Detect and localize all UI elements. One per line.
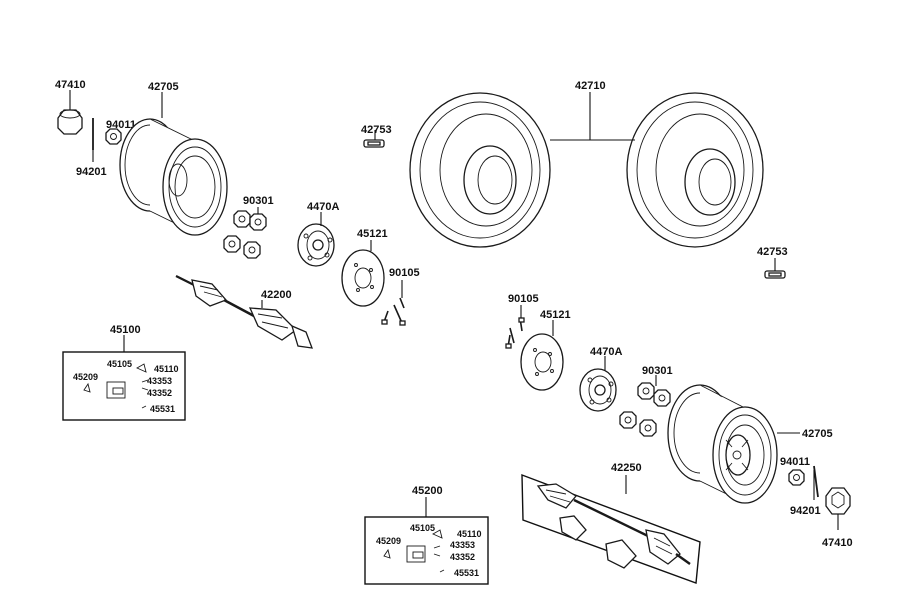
label-47410-right: 47410: [822, 537, 853, 549]
label-90301-rear: 90301: [642, 365, 673, 377]
nut-94011-left: [105, 128, 122, 145]
stud-94201-right: [813, 465, 819, 498]
kit-box-45100: [62, 351, 186, 421]
label-94201-left: 94201: [76, 166, 107, 178]
label-42753-top: 42753: [361, 124, 392, 136]
label-45200: 45200: [412, 485, 443, 497]
kit-45200-45105: 45105: [410, 523, 435, 533]
tire-42710-right: [626, 92, 764, 248]
tire-42710-left: [409, 92, 551, 248]
kit-45200-43353: 43353: [450, 540, 475, 550]
label-45121-front: 45121: [357, 228, 388, 240]
driveshaft-42250: [536, 483, 691, 569]
nut-94011-right: [788, 469, 805, 486]
label-45100: 45100: [110, 324, 141, 336]
kit-box-45200: [364, 516, 489, 585]
kit-45200-45110: 45110: [457, 529, 482, 539]
kit-45100-45531: 45531: [150, 404, 175, 414]
hub-4470A-rear: [579, 368, 617, 412]
nuts-90301-rear: [619, 382, 671, 437]
label-47410-left: 47410: [55, 79, 86, 91]
kit-45200-parts: [383, 529, 445, 573]
kit-45100-parts: [83, 363, 149, 409]
kit-45100-43353: 43353: [147, 376, 172, 386]
nuts-90301-front: [223, 210, 267, 259]
label-94011-right: 94011: [780, 456, 810, 468]
label-4470A-front: 4470A: [307, 201, 339, 213]
rim-42705-right: [667, 384, 778, 504]
label-42710: 42710: [575, 80, 606, 92]
rim-42705-left: [119, 118, 228, 236]
label-42250: 42250: [611, 462, 642, 474]
driveshaft-42200: [175, 275, 313, 349]
label-42705-left: 42705: [148, 81, 179, 93]
bolts-90105-rear: [505, 317, 525, 349]
brake-disc-45121-front: [341, 249, 385, 307]
label-42200: 42200: [261, 289, 292, 301]
bolts-90105-front: [381, 297, 406, 326]
lug-nut-47410-left: [57, 109, 83, 135]
kit-45100-45105: 45105: [107, 359, 132, 369]
kit-45200-43352: 43352: [450, 552, 475, 562]
label-94011-left: 94011: [106, 119, 136, 131]
kit-45100-43352: 43352: [147, 388, 172, 398]
label-45121-rear: 45121: [540, 309, 571, 321]
kit-45100-45209: 45209: [73, 372, 98, 382]
label-90105-front: 90105: [389, 267, 420, 279]
hub-4470A-front: [297, 223, 335, 267]
label-90301-front: 90301: [243, 195, 274, 207]
label-42705-right: 42705: [802, 428, 833, 440]
kit-45100-45110: 45110: [154, 364, 179, 374]
label-90105-rear: 90105: [508, 293, 539, 305]
label-42753-right: 42753: [757, 246, 788, 258]
lug-nut-47410-right: [825, 487, 851, 515]
brake-disc-45121-rear: [520, 333, 564, 391]
label-94201-right: 94201: [790, 505, 821, 517]
kit-45200-45209: 45209: [376, 536, 401, 546]
valve-42753-right: [764, 270, 786, 279]
label-4470A-rear: 4470A: [590, 346, 622, 358]
kit-45200-45531: 45531: [454, 568, 479, 578]
valve-42753-top: [363, 139, 385, 148]
